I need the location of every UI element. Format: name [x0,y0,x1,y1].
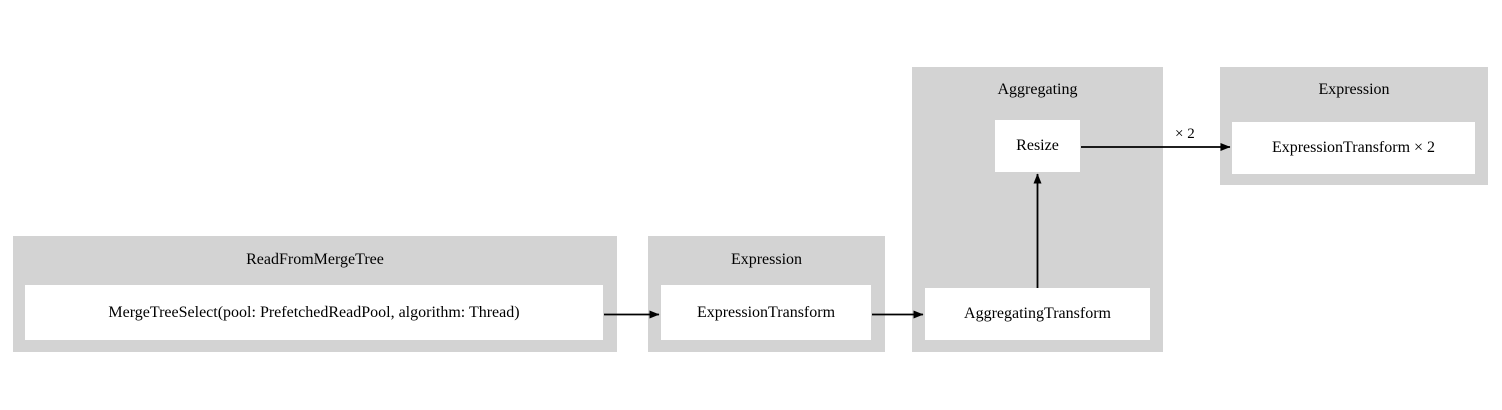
edge-label-resize-to-expression2: × 2 [1175,126,1195,142]
node-resize[interactable]: Resize [995,120,1080,172]
cluster-title-expression-1: Expression [730,251,803,268]
node-label-resize: Resize [1016,137,1059,154]
node-expression-transform[interactable]: ExpressionTransform [661,285,871,340]
cluster-title-read-from-merge-tree: ReadFromMergeTree [246,251,384,268]
node-expression-transform-x2[interactable]: ExpressionTransform × 2 [1232,122,1475,174]
node-label-expression-transform: ExpressionTransform [696,303,836,321]
node-label-expression-transform-x2: ExpressionTransform × 2 [1271,139,1436,156]
cluster-title-expression-2: Expression [1318,81,1390,98]
node-merge-tree-select[interactable]: MergeTreeSelect(pool: PrefetchedReadPool… [25,285,603,340]
node-aggregating-transform[interactable]: AggregatingTransform [925,288,1150,340]
node-label-aggregating-transform: AggregatingTransform [964,305,1111,322]
node-label-merge-tree-select: MergeTreeSelect(pool: PrefetchedReadPool… [108,303,520,321]
cluster-title-aggregating: Aggregating [997,81,1078,98]
